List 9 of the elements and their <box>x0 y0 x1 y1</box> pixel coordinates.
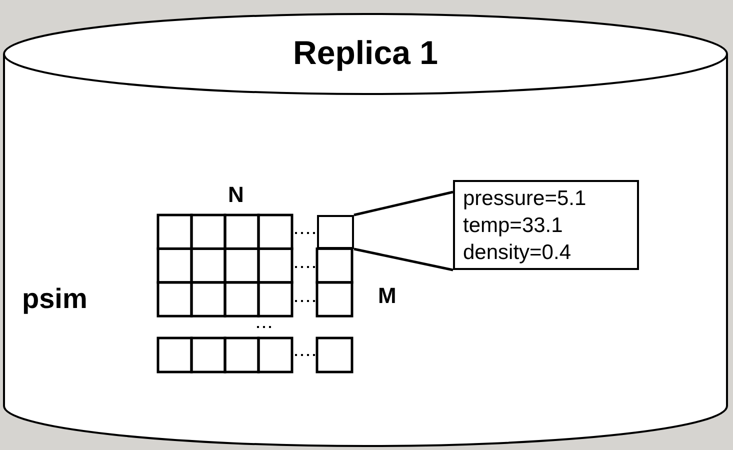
callout-line <box>352 190 454 272</box>
cylinder-title: Replica 1 <box>292 34 439 72</box>
side-label: psim <box>22 283 88 315</box>
cell-box <box>317 215 354 249</box>
axis-label: N <box>228 182 244 208</box>
axis-label: M <box>378 283 396 309</box>
callout-box <box>453 180 639 270</box>
database-cylinder <box>2 12 729 448</box>
callout-text: pressure=5.1 temp=33.1 density=0.4 <box>462 186 588 266</box>
